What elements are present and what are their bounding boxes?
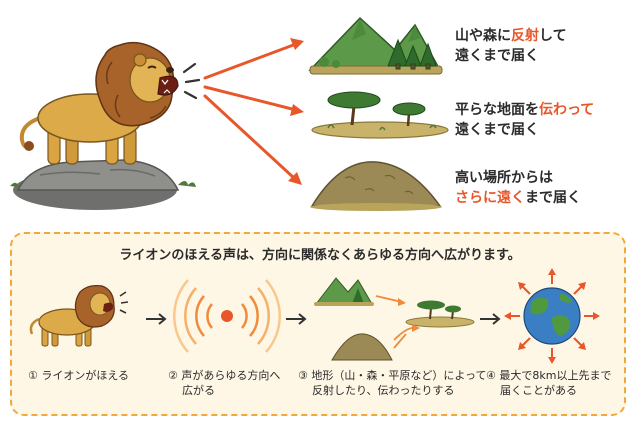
label-highlight: さらに遠く	[455, 190, 525, 206]
hill-illustration	[310, 161, 442, 211]
top-illustration	[10, 16, 449, 211]
label-text-line2: 遠くまで届く	[455, 122, 539, 138]
step-arrow-3	[480, 313, 501, 325]
label-highlight: 伝わって	[539, 102, 595, 118]
step-1-caption: ① ライオンがほえる	[28, 368, 129, 383]
panel-title: ライオンのほえる声は、方向に関係なくあらゆる方向へ広がります。	[119, 248, 521, 263]
step-illustrations	[29, 268, 600, 364]
label-text: 山や森に	[455, 28, 511, 44]
sound-lines	[182, 62, 201, 100]
lion-illustration	[19, 41, 179, 165]
step-2-line2: 広がる	[182, 384, 215, 397]
label-highlight: 反射	[511, 28, 539, 44]
step-4-line2: 届くことがある	[500, 384, 577, 397]
step-3-line2: 反射したり、伝わったりする	[312, 384, 455, 397]
label-text: 高い場所からは	[455, 170, 553, 186]
step-4-caption: ④ 最大で8km以上先まで 届くことがある	[486, 368, 611, 398]
rock	[10, 159, 196, 210]
terrain-icon	[314, 277, 475, 361]
label-text-line2: 遠くまで届く	[455, 48, 539, 64]
step-arrow-1	[146, 313, 167, 325]
label-text: まで届く	[525, 190, 581, 206]
explanation-panel: ライオンのほえる声は、方向に関係なくあらゆる方向へ広がります。	[10, 232, 626, 416]
label-high-place: 高い場所からは さらに遠くまで届く	[455, 168, 581, 208]
label-ground-travel: 平らな地面を伝わって 遠くまで届く	[455, 100, 594, 140]
label-text: 平らな地面を	[455, 102, 539, 118]
globe-icon	[504, 268, 600, 364]
step-3-line1: ③ 地形（山・森・平原など）によって	[298, 369, 487, 382]
label-mountain-reflect: 山や森に反射して 遠くまで届く	[455, 26, 567, 66]
mountains-forest-illustration	[308, 16, 443, 75]
small-lion-icon	[29, 285, 129, 347]
arrows	[203, 38, 304, 185]
savanna-plain-illustration	[311, 91, 449, 139]
step-2-line1: ② 声があらゆる方向へ	[168, 369, 281, 382]
step-arrow-2	[286, 313, 307, 325]
step-3-caption: ③ 地形（山・森・平原など）によって 反射したり、伝わったりする	[298, 368, 486, 398]
label-text: して	[539, 28, 567, 44]
sound-wave-icon	[173, 279, 281, 353]
step-1-line1: ① ライオンがほえる	[28, 369, 130, 382]
step-2-caption: ② 声があらゆる方向へ 広がる	[168, 368, 280, 398]
step-4-line1: ④ 最大で8km以上先まで	[486, 369, 612, 382]
